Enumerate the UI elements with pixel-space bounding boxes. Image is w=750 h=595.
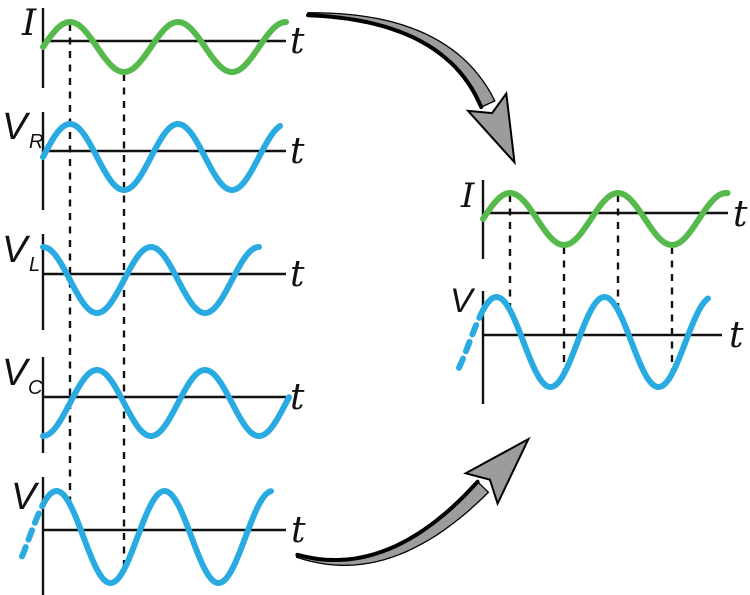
voltage-subscript-L: L [29,254,40,276]
time-axis-label: t [290,377,305,418]
inductor-voltage-waveform [40,244,262,316]
voltage-label: V [2,229,31,271]
voltage-label: V [450,282,476,320]
resistor-voltage-waveform [40,121,283,193]
arrow-top-right-dark-edge [306,13,484,110]
time-axis-label: t [291,510,306,551]
graph-current-right: I t [460,176,748,259]
current-waveform [40,19,289,75]
voltage-label: V [11,476,40,518]
graph-capacitor-voltage: V C t [2,352,305,453]
time-axis-label: t [290,254,305,295]
voltage-subscript-C: C [28,377,43,399]
arrow-bottom-right-dark-edge [295,479,480,563]
voltage-label: V [2,106,31,148]
time-axis-label: t [290,21,305,62]
source-voltage-waveform [480,294,711,390]
graph-current-left: I t [21,3,305,88]
arrow-top-right-head [465,90,516,166]
graph-source-voltage-right: V t [450,282,744,404]
voltage-subscript-R: R [29,131,43,153]
graph-source-voltage-left: V t [11,476,306,595]
graph-resistor-voltage: V R t [2,106,305,210]
current-waveform [480,190,731,248]
curved-arrows [295,12,531,566]
current-label: I [21,3,37,44]
time-axis-label: t [733,194,748,235]
arrow-bottom-right-body [295,480,490,566]
voltage-label: V [2,352,31,394]
time-axis-label: t [290,131,305,172]
current-label: I [460,176,475,216]
arrow-bottom-right-head [463,436,531,507]
arrow-top-right-body [307,12,496,108]
source-voltage-lead-in-dashed [456,307,486,371]
left-panel: I t V R t V L t V C t [2,3,306,595]
right-panel: I t V t [450,176,748,404]
source-voltage-waveform [40,488,274,586]
source-voltage-lead-in-dashed [19,501,46,560]
capacitor-voltage-waveform [40,367,292,439]
graph-inductor-voltage: V L t [2,229,305,330]
time-axis-label: t [729,315,744,356]
phase-marker-lines-left [68,24,126,570]
